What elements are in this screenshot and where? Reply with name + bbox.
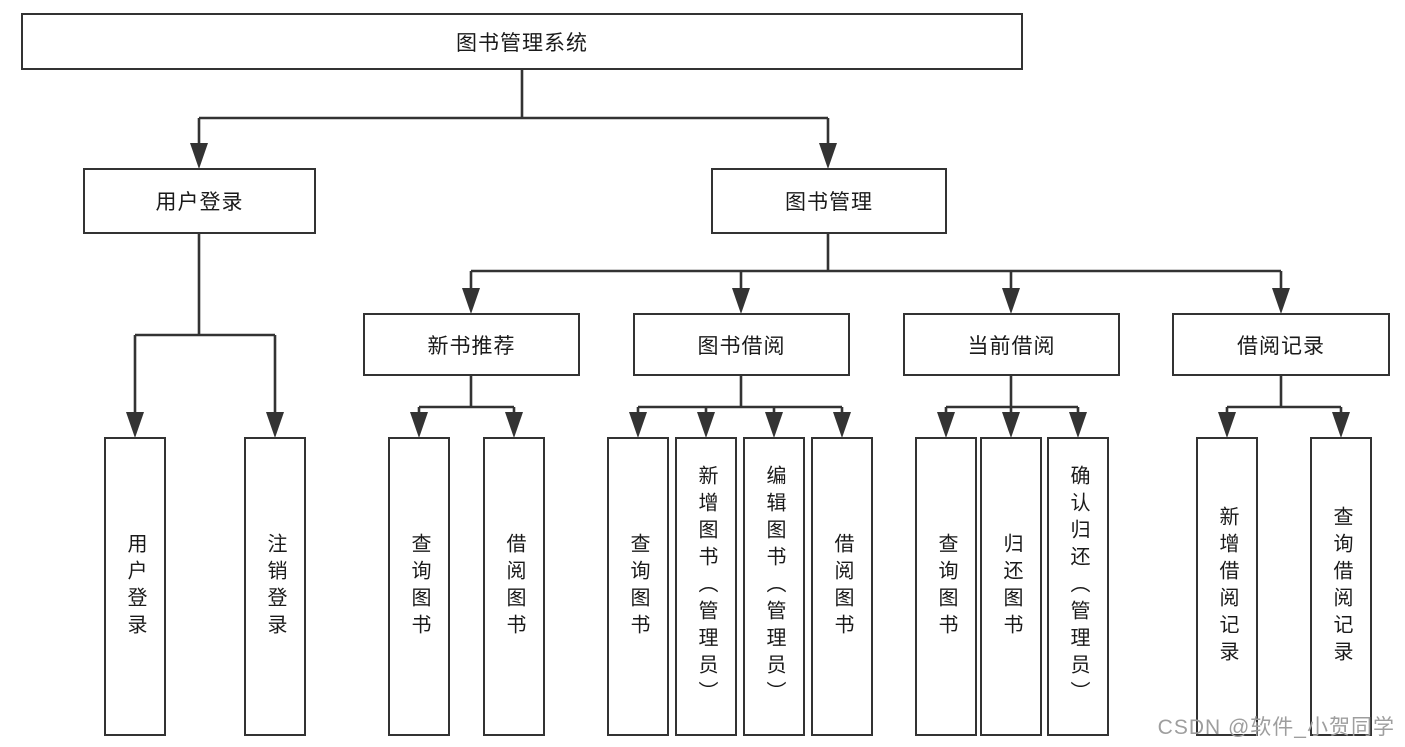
arrowhead-icon <box>462 288 480 314</box>
node-label: 借阅图书 <box>503 532 525 641</box>
leaf-borrow-book-recommend: 借阅图书 <box>483 437 545 736</box>
node-user-login: 用户登录 <box>83 168 316 234</box>
node-label: 编辑图书（管理员） <box>763 465 785 708</box>
node-label: 图书借阅 <box>697 334 786 358</box>
node-current-borrow: 当前借阅 <box>903 313 1120 376</box>
leaf-return-book: 归还图书 <box>980 437 1042 736</box>
arrowhead-icon <box>1002 412 1020 438</box>
node-label: 图书管理系统 <box>456 31 588 55</box>
node-label: 用户登录 <box>124 532 146 641</box>
node-label: 查询图书 <box>627 532 649 641</box>
arrowhead-icon <box>833 412 851 438</box>
arrowhead-icon <box>732 288 750 314</box>
node-label: 查询图书 <box>935 532 957 641</box>
node-label: 新增图书（管理员） <box>695 465 717 708</box>
arrowhead-icon <box>937 412 955 438</box>
node-new-book-recommend: 新书推荐 <box>363 313 580 376</box>
node-book-management: 图书管理 <box>711 168 947 234</box>
arrowhead-icon <box>505 412 523 438</box>
node-label: 查询借阅记录 <box>1330 505 1352 668</box>
node-label: 注销登录 <box>264 532 286 641</box>
node-borrow-records: 借阅记录 <box>1172 313 1390 376</box>
leaf-logout-login: 注销登录 <box>244 437 306 736</box>
node-label: 借阅图书 <box>831 532 853 641</box>
connector-lines <box>133 69 1343 414</box>
arrowhead-icon <box>629 412 647 438</box>
arrowhead-icon <box>1002 288 1020 314</box>
connector-borrow-records-subtree <box>1225 375 1343 414</box>
arrowhead-icon <box>1218 412 1236 438</box>
leaf-edit-book-admin: 编辑图书（管理员） <box>743 437 805 736</box>
leaf-query-book-recommend: 查询图书 <box>388 437 450 736</box>
arrowhead-icon <box>819 143 837 169</box>
node-label: 归还图书 <box>1000 532 1022 641</box>
leaf-add-book-admin: 新增图书（管理员） <box>675 437 737 736</box>
arrowhead-icon <box>1069 412 1087 438</box>
arrowhead-icon <box>765 412 783 438</box>
node-label: 借阅记录 <box>1237 334 1325 358</box>
leaf-query-book-borrow: 查询图书 <box>607 437 669 736</box>
arrowhead-icon <box>126 412 144 438</box>
leaf-query-book-current: 查询图书 <box>915 437 977 736</box>
connector-book-borrow-subtree <box>636 375 844 414</box>
arrowhead-icon <box>697 412 715 438</box>
node-label: 新书推荐 <box>427 334 516 358</box>
connector-new-book-subtree <box>417 375 516 414</box>
arrowhead-icon <box>266 412 284 438</box>
connector-root-to-level2 <box>197 69 830 145</box>
arrowhead-icon <box>1272 288 1290 314</box>
node-root-system: 图书管理系统 <box>21 13 1023 70</box>
connector-current-borrow-subtree <box>944 375 1080 414</box>
node-label: 确认归还（管理员） <box>1067 465 1089 708</box>
arrowhead-icon <box>410 412 428 438</box>
node-label: 图书管理 <box>785 191 873 214</box>
node-label: 查询图书 <box>408 532 430 641</box>
node-label: 当前借阅 <box>967 334 1056 358</box>
arrowhead-icon <box>190 143 208 169</box>
node-label: 用户登录 <box>155 191 244 214</box>
connector-user-login-subtree <box>133 233 277 414</box>
leaf-borrow-book: 借阅图书 <box>811 437 873 736</box>
leaf-confirm-return-admin: 确认归还（管理员） <box>1047 437 1109 736</box>
arrowheads <box>126 143 1350 438</box>
connector-book-management-subtree <box>469 233 1283 290</box>
arrowhead-icon <box>1332 412 1350 438</box>
node-label: 新增借阅记录 <box>1216 505 1238 668</box>
node-book-borrow: 图书借阅 <box>633 313 850 376</box>
leaf-query-borrow-record: 查询借阅记录 <box>1310 437 1372 736</box>
leaf-user-login: 用户登录 <box>104 437 166 736</box>
leaf-add-borrow-record: 新增借阅记录 <box>1196 437 1258 736</box>
